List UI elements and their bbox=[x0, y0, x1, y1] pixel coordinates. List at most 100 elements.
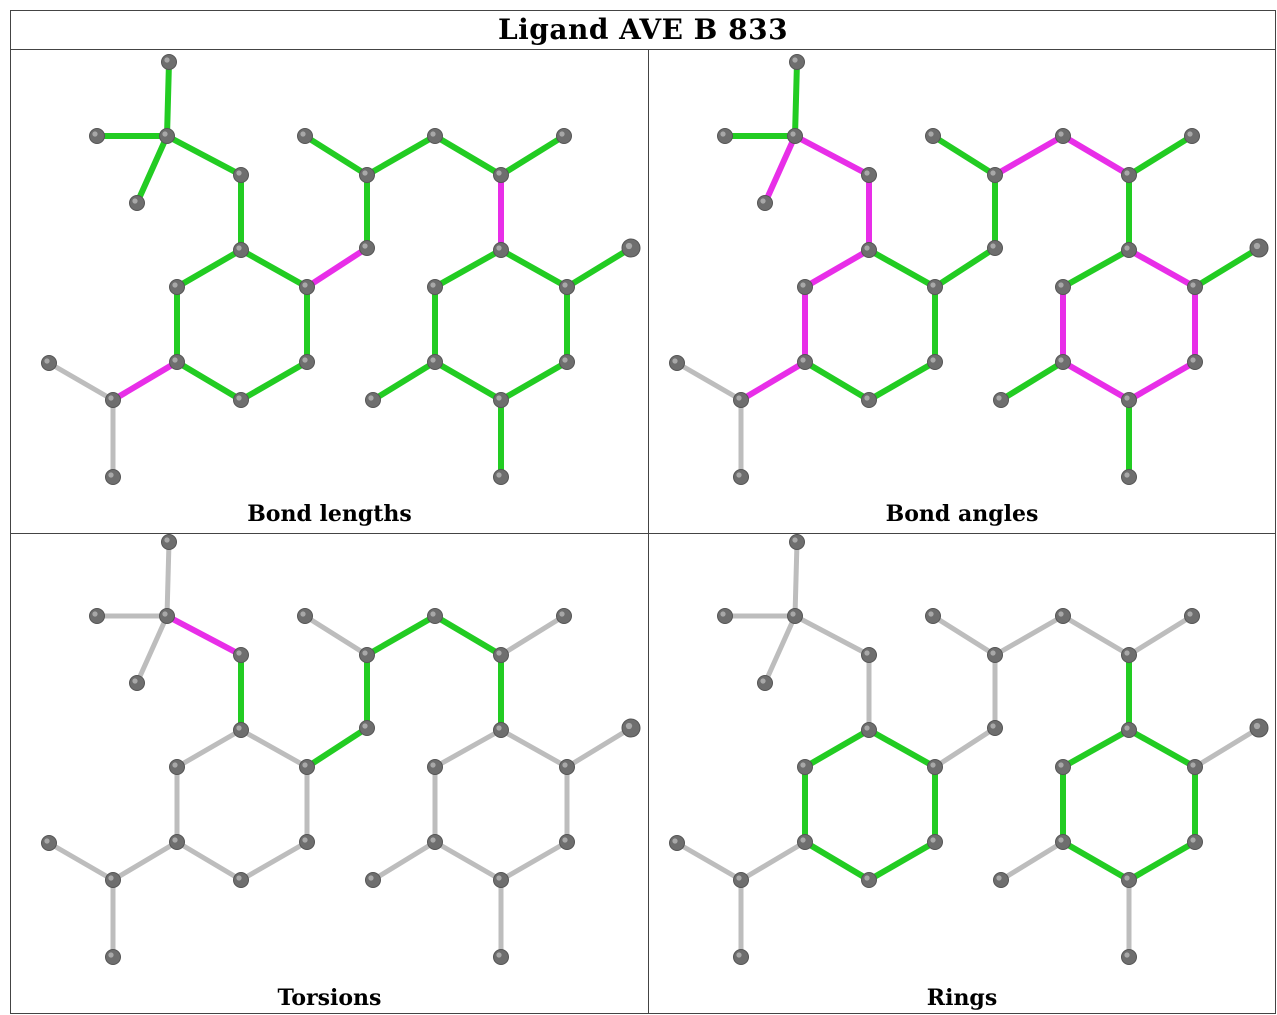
atom-highlight bbox=[720, 131, 726, 137]
validation-figure: Ligand AVE B 833 Bond lengths Bond angle… bbox=[10, 10, 1276, 1014]
atom-highlight bbox=[108, 952, 114, 958]
bond bbox=[238, 359, 310, 403]
panel-caption: Torsions bbox=[277, 985, 382, 1011]
atom bbox=[299, 279, 315, 295]
atom-highlight bbox=[362, 723, 368, 729]
atom-highlight bbox=[496, 170, 502, 176]
atom-highlight bbox=[1124, 170, 1130, 176]
bond bbox=[1060, 133, 1132, 178]
panel-caption: Bond angles bbox=[885, 501, 1039, 527]
atom bbox=[1121, 242, 1137, 258]
atom bbox=[493, 949, 509, 965]
bond bbox=[46, 840, 116, 883]
bond bbox=[792, 539, 800, 619]
atom bbox=[669, 835, 685, 851]
atom-highlight bbox=[172, 357, 178, 363]
atom-highlight bbox=[864, 650, 870, 656]
atom-highlight bbox=[562, 357, 568, 363]
atom bbox=[861, 242, 877, 258]
atom-highlight bbox=[302, 837, 308, 843]
atom bbox=[789, 534, 805, 550]
atom-highlight bbox=[864, 875, 870, 881]
bond bbox=[110, 359, 180, 403]
atom bbox=[365, 392, 381, 408]
atom bbox=[169, 279, 185, 295]
atom bbox=[787, 608, 803, 624]
bond bbox=[762, 613, 798, 686]
bond bbox=[174, 839, 244, 883]
atom-highlight bbox=[1124, 395, 1130, 401]
atom-highlight bbox=[562, 837, 568, 843]
atom bbox=[493, 469, 509, 485]
atom bbox=[1121, 469, 1137, 485]
atom bbox=[559, 834, 575, 850]
bond bbox=[674, 840, 744, 883]
bond bbox=[432, 247, 504, 290]
atom-highlight bbox=[1058, 762, 1064, 768]
bond bbox=[164, 59, 172, 139]
bond bbox=[866, 839, 938, 883]
atom bbox=[493, 872, 509, 888]
atom-highlight bbox=[1058, 837, 1064, 843]
bond bbox=[932, 245, 998, 290]
atom-highlight bbox=[496, 725, 502, 731]
bond bbox=[498, 359, 570, 403]
bond bbox=[432, 727, 504, 770]
atom-highlight bbox=[736, 875, 742, 881]
bond bbox=[1126, 613, 1195, 658]
bond bbox=[992, 133, 1066, 178]
atom-highlight bbox=[1190, 837, 1196, 843]
atom-highlight bbox=[996, 875, 1002, 881]
atom bbox=[987, 167, 1003, 183]
bond bbox=[174, 727, 244, 770]
atom bbox=[556, 128, 572, 144]
atom bbox=[299, 759, 315, 775]
atom-highlight bbox=[496, 245, 502, 251]
atom-highlight bbox=[162, 611, 168, 617]
bond bbox=[802, 247, 872, 290]
atom-highlight bbox=[1124, 875, 1130, 881]
bond bbox=[792, 59, 800, 139]
atom-highlight bbox=[930, 357, 936, 363]
atom bbox=[787, 128, 803, 144]
atom-highlight bbox=[625, 242, 633, 250]
atom bbox=[233, 242, 249, 258]
atom-highlight bbox=[362, 243, 368, 249]
bond bbox=[164, 133, 244, 178]
atom-highlight bbox=[92, 131, 98, 137]
atom-highlight bbox=[108, 395, 114, 401]
bond bbox=[238, 839, 310, 883]
bond bbox=[370, 359, 438, 403]
bond bbox=[498, 839, 570, 883]
atom-highlight bbox=[430, 762, 436, 768]
atom bbox=[1121, 167, 1137, 183]
atom-highlight bbox=[236, 245, 242, 251]
atom bbox=[233, 167, 249, 183]
atom bbox=[559, 279, 575, 295]
bond bbox=[238, 247, 310, 290]
atom bbox=[1121, 392, 1137, 408]
atom bbox=[1121, 872, 1137, 888]
bond bbox=[1060, 727, 1132, 770]
atom bbox=[1121, 647, 1137, 663]
bond bbox=[738, 839, 808, 883]
molecule-diagram-bond-angles bbox=[669, 54, 1269, 485]
atom bbox=[89, 128, 105, 144]
panel-caption: Bond lengths bbox=[247, 501, 412, 527]
bond bbox=[930, 613, 998, 658]
atom bbox=[861, 722, 877, 738]
atom bbox=[89, 608, 105, 624]
bond bbox=[302, 613, 370, 658]
atom-highlight bbox=[172, 837, 178, 843]
atom-highlight bbox=[368, 875, 374, 881]
atom bbox=[169, 834, 185, 850]
panel-torsions: Torsions bbox=[11, 534, 649, 1014]
figure-title: Ligand AVE B 833 bbox=[11, 11, 1275, 50]
bond bbox=[802, 839, 872, 883]
atom bbox=[861, 167, 877, 183]
atom bbox=[733, 392, 749, 408]
bond bbox=[802, 727, 872, 770]
atom bbox=[559, 759, 575, 775]
atom-highlight bbox=[236, 875, 242, 881]
atom bbox=[299, 354, 315, 370]
